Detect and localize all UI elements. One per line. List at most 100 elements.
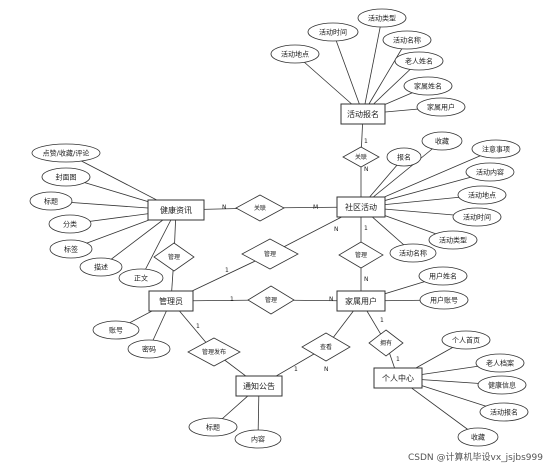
entity-label: 健康资讯 — [160, 205, 192, 215]
attribute-hi_desc: 描述 — [79, 257, 123, 277]
connector-line — [362, 17, 383, 115]
attribute-label: 活动类型 — [368, 14, 396, 23]
cardinality-label: 1 — [396, 356, 400, 363]
attribute-label: 标签 — [64, 245, 78, 254]
attribute-ar_fname: 家属姓名 — [403, 76, 453, 96]
relationship-rel2: 关联 — [235, 194, 285, 222]
attribute-label: 活动地点 — [281, 50, 309, 59]
attribute-ca_reg: 报名 — [386, 147, 422, 167]
relationship-mgr3: 管理 — [338, 241, 384, 269]
attribute-label: 内容 — [251, 435, 265, 444]
attribute-label: 活动地点 — [468, 191, 496, 200]
relationship-label: 查看 — [320, 343, 332, 351]
attribute-pc_reg: 活动报名 — [479, 402, 529, 422]
relationship-label: 拥有 — [380, 339, 392, 347]
cardinality-label: N — [364, 166, 369, 173]
attribute-label: 用户姓名 — [429, 272, 457, 281]
attribute-hi_like: 点赞/收藏/评论 — [31, 143, 101, 163]
entity-community: 社区活动 — [336, 196, 386, 218]
attribute-ca_note: 注意事项 — [471, 139, 521, 159]
attribute-ar_type: 活动类型 — [357, 8, 407, 28]
attribute-hi_tag: 标签 — [49, 239, 93, 259]
attribute-label: 老人档案 — [486, 359, 514, 368]
attribute-label: 封面图 — [56, 173, 77, 182]
attribute-ar_place: 活动地点 — [270, 44, 320, 64]
attribute-label: 家属用户 — [427, 103, 455, 112]
attribute-label: 个人首页 — [452, 336, 480, 345]
cardinality-label: 1 — [230, 296, 234, 303]
attribute-label: 活动内容 — [476, 168, 504, 177]
attribute-label: 活动时间 — [319, 28, 347, 37]
relationship-mgr1: 管理 — [153, 242, 195, 272]
attribute-label: 活动名称 — [393, 36, 421, 45]
relationship-own: 拥有 — [368, 329, 404, 357]
attribute-ar_elder: 老人姓名 — [394, 51, 444, 71]
attribute-hi_cat: 分类 — [48, 214, 92, 234]
attribute-label: 活动类型 — [439, 236, 467, 245]
cardinality-label: N — [324, 366, 329, 373]
attribute-label: 家属姓名 — [414, 82, 442, 91]
entity-admin: 管理员 — [148, 290, 194, 312]
cardinality-label: 1 — [225, 267, 229, 274]
attribute-ca_fav: 收藏 — [421, 131, 463, 151]
cardinality-label: M — [313, 204, 318, 211]
watermark: CSDN @计算机毕设vx_jsjbs999 — [408, 451, 543, 463]
attribute-label: 活动名称 — [399, 249, 427, 258]
entity-label: 管理员 — [159, 296, 183, 306]
attribute-pc_home: 个人首页 — [441, 330, 491, 350]
attribute-ad_pwd: 密码 — [127, 339, 171, 359]
attribute-label: 老人姓名 — [405, 57, 433, 66]
attribute-ad_acct: 账号 — [92, 320, 140, 340]
cardinality-label: N — [364, 276, 369, 283]
relationship-label: 管理 — [168, 253, 180, 261]
relationship-label: 管理 — [265, 296, 277, 304]
cardinality-label: 1 — [380, 317, 384, 324]
relationship-label: 管理 — [264, 250, 276, 258]
attribute-label: 描述 — [94, 263, 108, 272]
cardinality-label: 1 — [196, 323, 200, 330]
attribute-label: 收藏 — [435, 137, 449, 146]
attribute-label: 账号 — [109, 326, 123, 335]
attribute-label: 密码 — [142, 345, 156, 354]
attribute-label: 报名 — [397, 153, 411, 162]
attribute-ca_name: 活动名称 — [389, 243, 437, 263]
entity-label: 通知公告 — [243, 381, 275, 391]
attribute-label: 收藏 — [471, 433, 485, 442]
attribute-label: 注意事项 — [482, 145, 510, 154]
attribute-label: 正文 — [134, 274, 148, 283]
cardinality-label: 1 — [364, 138, 368, 145]
attribute-label: 标题 — [206, 423, 220, 432]
entity-label: 社区活动 — [345, 202, 377, 212]
entity-notice: 通知公告 — [235, 375, 283, 397]
attribute-label: 活动时间 — [463, 213, 491, 222]
entity-act_reg: 活动报名 — [340, 103, 386, 125]
attribute-fu_acct: 用户账号 — [419, 290, 469, 310]
relationship-label: 管理发布 — [202, 348, 226, 356]
attribute-label: 活动报名 — [490, 408, 518, 417]
entity-health: 健康资讯 — [147, 199, 205, 221]
relationship-label: 关联 — [355, 153, 367, 161]
attribute-hi_cover: 封面图 — [41, 167, 91, 187]
entity-label: 活动报名 — [347, 109, 379, 119]
attribute-no_title: 标题 — [188, 417, 238, 437]
attribute-pc_health: 健康信息 — [477, 375, 527, 395]
attribute-hi_title: 标题 — [29, 191, 73, 211]
relationship-label: 关联 — [254, 204, 266, 212]
attribute-ar_fuser: 家属用户 — [416, 97, 466, 117]
attribute-label: 分类 — [63, 220, 77, 229]
cardinality-label: 1 — [364, 225, 368, 232]
attribute-label: 健康信息 — [488, 381, 516, 390]
cardinality-label: N — [334, 226, 339, 233]
attribute-ca_type: 活动类型 — [428, 230, 478, 250]
relationship-mgr2: 管理 — [241, 238, 299, 270]
attribute-label: 标题 — [44, 197, 58, 206]
diagram-shapes: 活动报名社区活动健康资讯管理员家属用户通知公告个人中心活动时间活动类型活动地点活… — [29, 8, 529, 449]
attribute-label: 用户账号 — [430, 296, 458, 305]
attribute-fu_name: 用户姓名 — [418, 266, 468, 286]
entity-personal: 个人中心 — [373, 367, 423, 389]
attribute-ca_time: 活动时间 — [452, 207, 502, 227]
relationship-publish: 管理发布 — [187, 337, 241, 367]
attribute-pc_elder: 老人档案 — [475, 353, 525, 373]
connector-line — [332, 31, 364, 115]
